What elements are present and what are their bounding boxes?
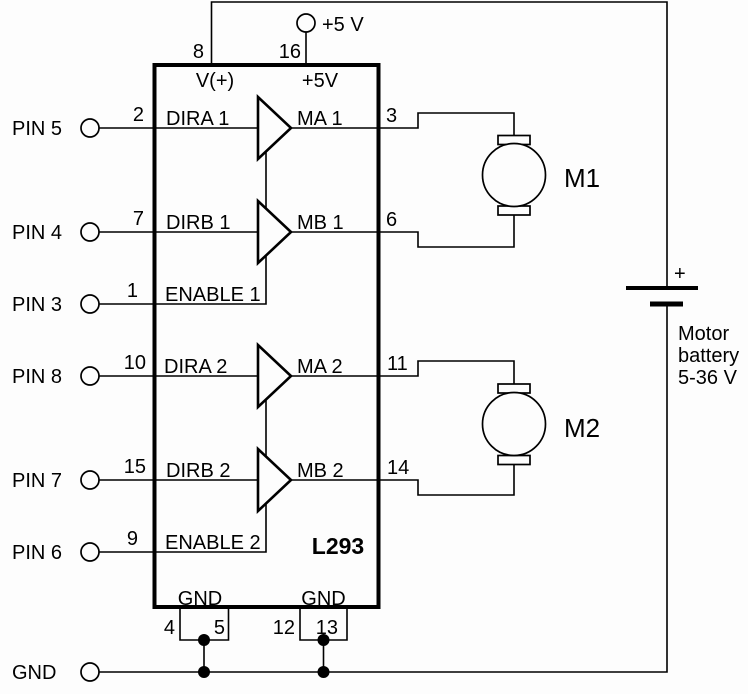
junction-dot (317, 634, 330, 646)
ic-label-dira2: DIRA 2 (164, 356, 227, 378)
pin-number-3: 3 (386, 105, 397, 127)
pin5-terminal (80, 118, 100, 138)
ic-vplus-label: V(+) (196, 70, 234, 92)
pin-number-11: 11 (387, 353, 408, 375)
junction-dot (317, 666, 330, 678)
pin-number-5: 5 (214, 617, 225, 639)
battery-caption-line2: battery (678, 345, 739, 367)
battery-polarity-label: + (674, 263, 686, 285)
motor-m2-label: M2 (564, 413, 600, 443)
ic-label-ma1: MA 1 (297, 108, 343, 130)
pin-number-9: 9 (127, 528, 138, 550)
terminal-label-pin3: PIN 3 (12, 294, 62, 316)
motor-brush-tab (497, 205, 531, 216)
buffer-a2-icon (256, 341, 293, 411)
junction-dot (198, 634, 210, 646)
buffer-b2-icon (256, 445, 293, 515)
buffer-b1-icon (256, 197, 293, 267)
terminal-label-pin7: PIN 7 (12, 470, 62, 492)
pin-number-2: 2 (133, 104, 144, 126)
motor-m1-label: M1 (564, 163, 600, 193)
wire-pin7-dirb2-to-m2-bottom (99, 464, 515, 496)
motor-brush-tab (497, 454, 531, 466)
pin-number-13: 13 (316, 617, 338, 639)
wire-pin8-dira2-to-m2-top (99, 360, 515, 384)
battery-caption-line1: Motor (678, 323, 729, 345)
pin-number-4: 4 (164, 617, 175, 639)
ic-label-dira1: DIRA 1 (166, 108, 229, 130)
pin6-terminal (80, 542, 100, 562)
gnd-terminal (80, 662, 100, 682)
ic-gnd-left-label: GND (178, 588, 222, 610)
motor-m2-icon (481, 383, 547, 466)
ic-part-number: L293 (312, 533, 364, 559)
ic-label-enable2: ENABLE 2 (165, 532, 261, 554)
motor-body (481, 142, 547, 208)
pin-number-7: 7 (133, 208, 144, 230)
pin-number-1: 1 (127, 280, 138, 302)
terminal-label-pin5: PIN 5 (12, 118, 62, 140)
pin7-terminal (80, 470, 100, 490)
pin8-terminal (80, 366, 100, 386)
junction-dot (198, 666, 210, 678)
pin-number-16: 16 (279, 41, 301, 63)
motor-body (481, 391, 547, 457)
terminal-label-pin8: PIN 8 (12, 366, 62, 388)
battery-caption-line3: 5-36 V (678, 367, 738, 389)
terminal-label-pin6: PIN 6 (12, 542, 62, 564)
pin3-terminal (80, 294, 100, 314)
ic-label-enable1: ENABLE 1 (165, 284, 261, 306)
wire-pin4-dirb1-to-m1-bottom (99, 215, 515, 248)
wire-pin5-dira1-to-m1-top (99, 112, 515, 136)
ic-label-dirb1: DIRB 1 (166, 212, 230, 234)
terminal-label-pin4: PIN 4 (12, 222, 62, 244)
pin-number-14: 14 (387, 457, 409, 479)
wire-vplus-supply-loop (210, 1, 668, 286)
ic-gnd-right-label: GND (301, 588, 345, 610)
wire-ground-bus (99, 306, 668, 673)
ic-label-dirb2: DIRB 2 (166, 460, 230, 482)
pin-number-10: 10 (124, 352, 146, 374)
plus5v-terminal (296, 13, 316, 33)
pin4-terminal (80, 222, 100, 242)
motor-brush-tab (497, 383, 531, 394)
ic-label-mb2: MB 2 (297, 460, 344, 482)
battery-icon (626, 286, 698, 307)
ic-label-mb1: MB 1 (297, 212, 344, 234)
terminal-label-gnd: GND (12, 662, 56, 684)
motor-m1-icon (481, 134, 547, 216)
ic-label-ma2: MA 2 (297, 356, 343, 378)
ic-body (152, 63, 381, 609)
plus5v-terminal-label: +5 V (322, 14, 364, 36)
pin-number-8: 8 (193, 41, 204, 63)
pin-number-15: 15 (124, 456, 146, 478)
ic-5v-label: +5V (302, 70, 339, 92)
pin-number-12: 12 (273, 617, 295, 639)
buffer-a1-icon (256, 93, 293, 163)
pin-number-6: 6 (386, 209, 397, 231)
